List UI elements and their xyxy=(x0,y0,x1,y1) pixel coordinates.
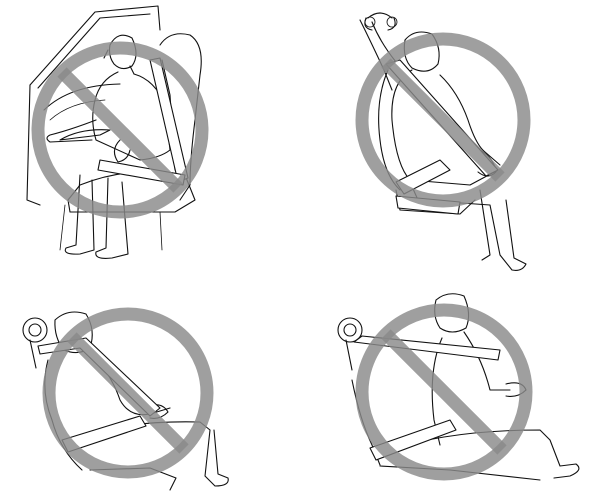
prohibition-sign-icon xyxy=(31,41,209,219)
grab-handle xyxy=(364,12,398,31)
panel-belt-too-loose xyxy=(337,293,580,481)
prohibition-sign-icon xyxy=(42,307,214,479)
belt-anchor xyxy=(22,317,48,369)
prohibition-sign-icon xyxy=(355,303,533,481)
panel-belt-over-neck xyxy=(22,307,229,491)
prohibition-sign-icon xyxy=(355,32,531,208)
panel-belt-under-arm xyxy=(26,5,209,259)
car-door-frame xyxy=(26,5,161,206)
panel-belt-behind-arm xyxy=(355,12,531,271)
belt-anchor xyxy=(337,317,363,371)
